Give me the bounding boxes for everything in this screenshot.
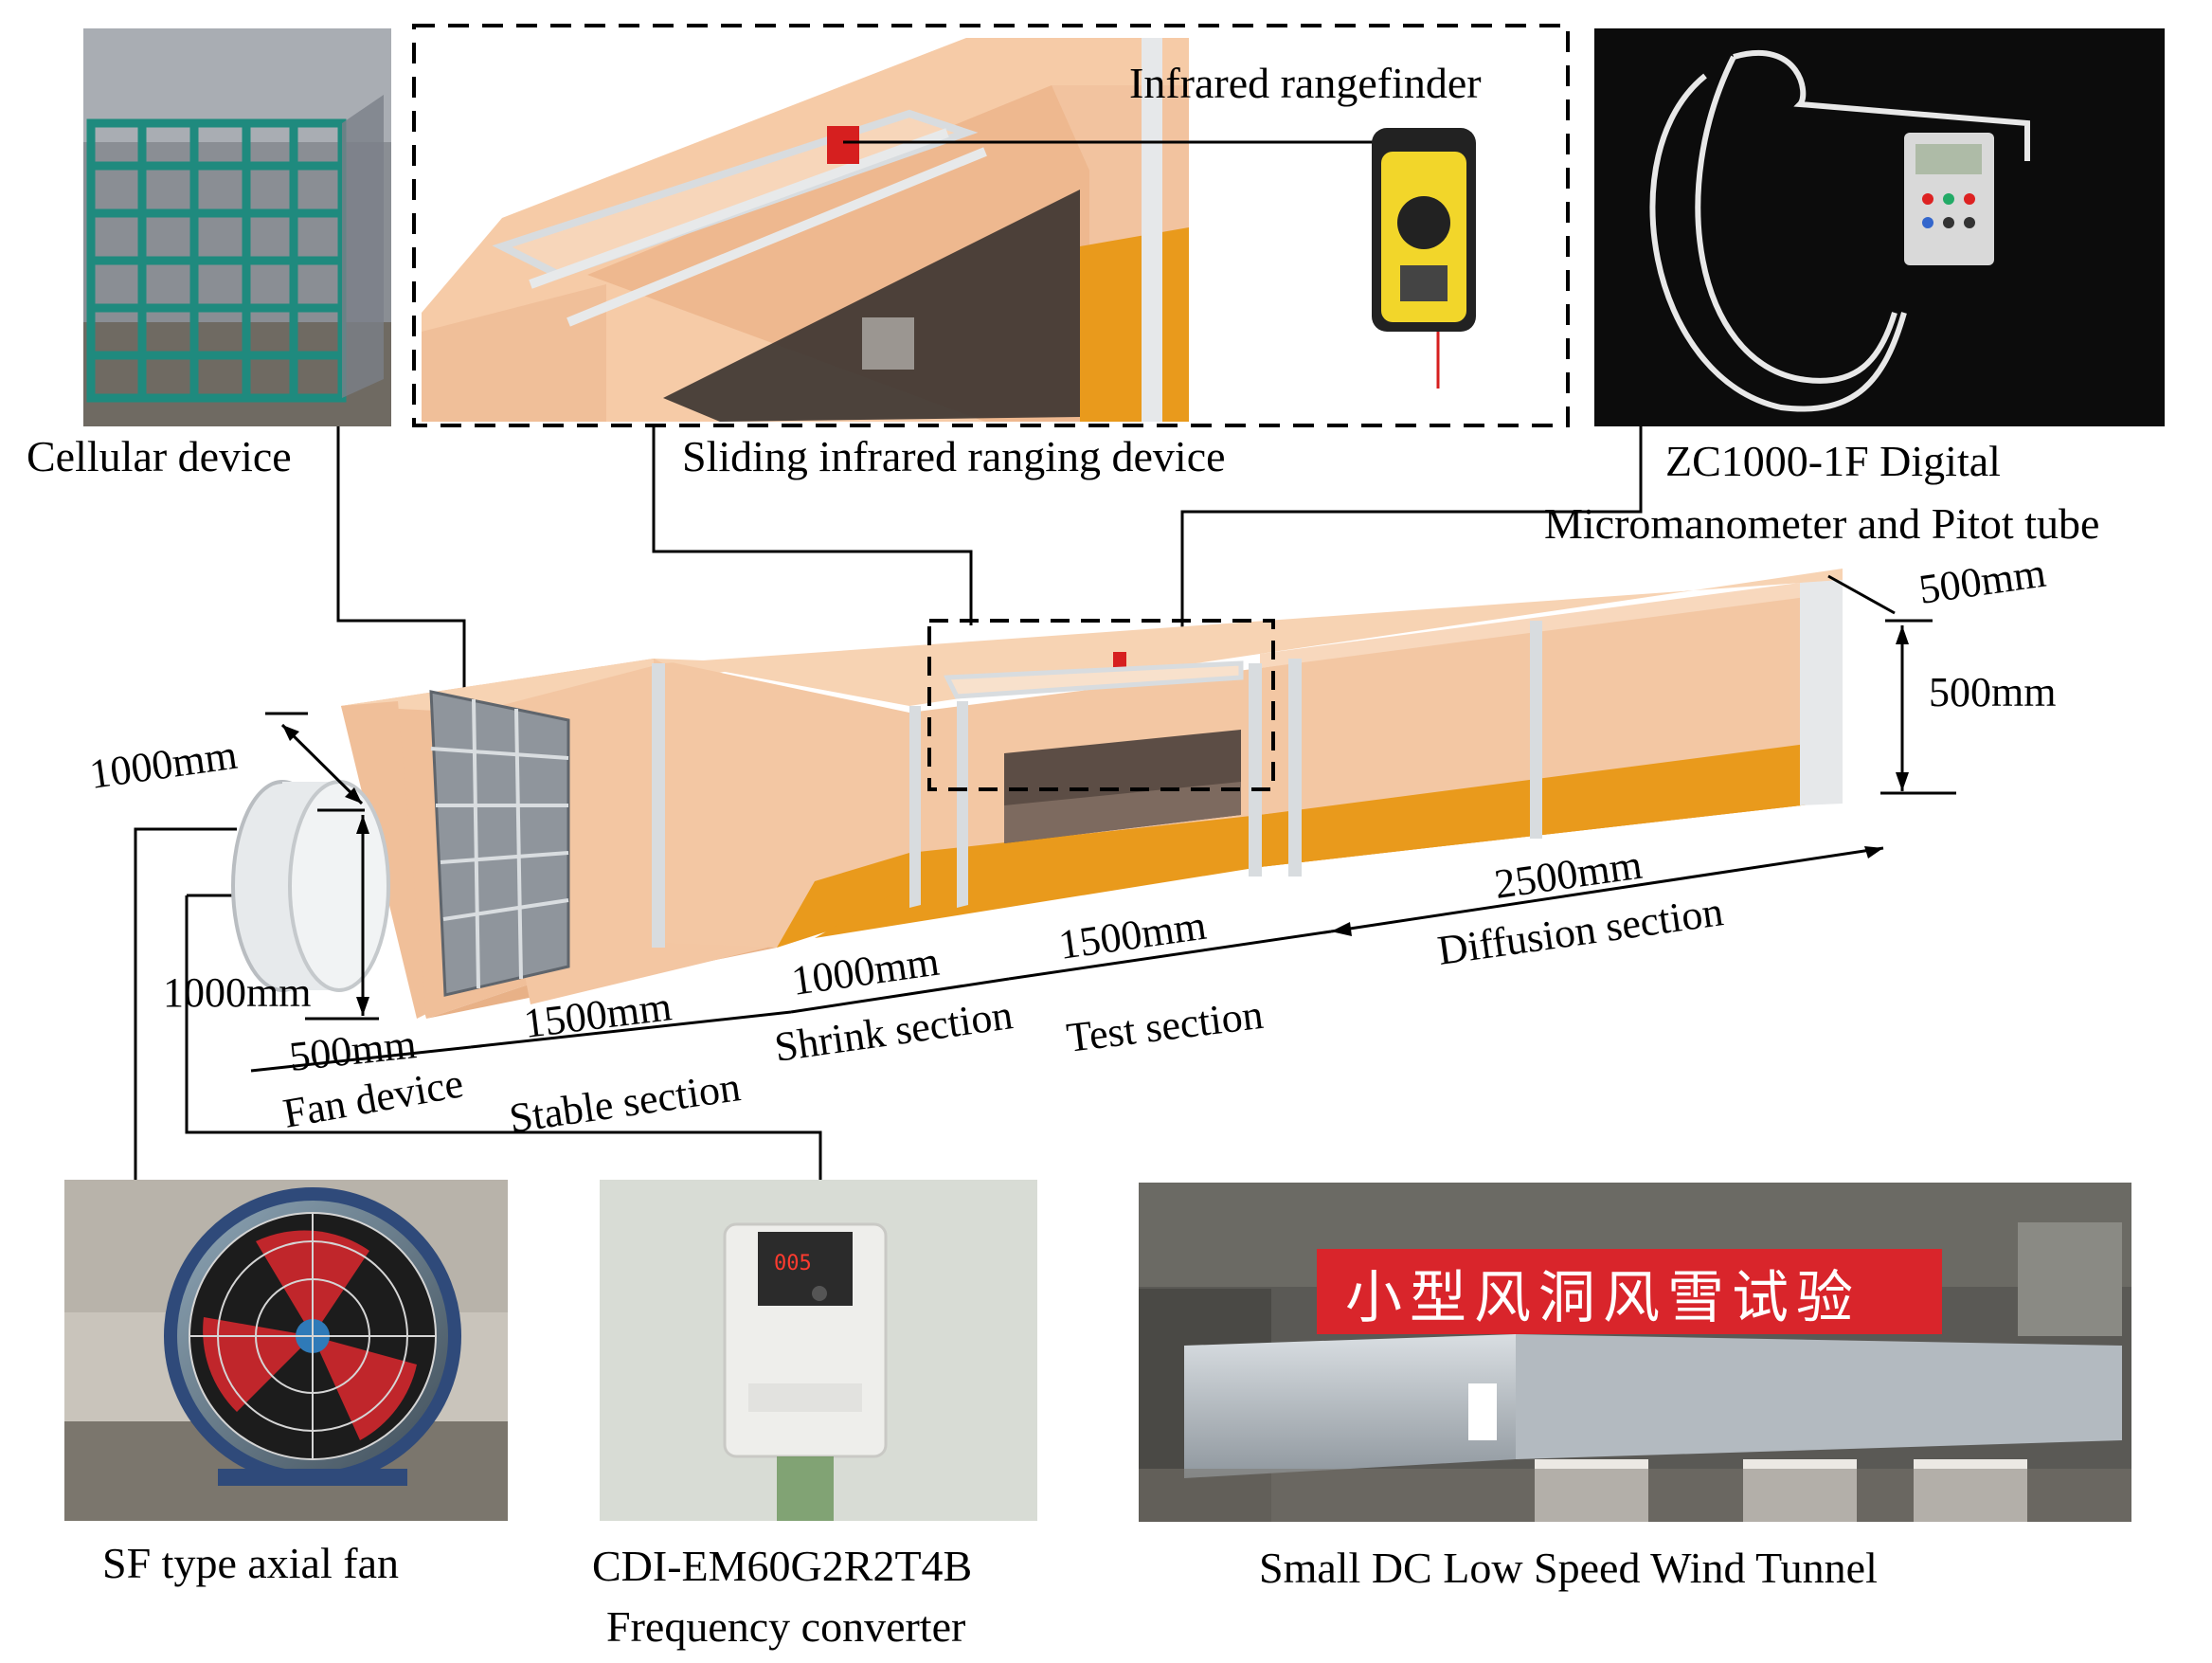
test-length-label: 1500mm [1056,902,1210,968]
banner [1317,1249,1942,1334]
outlet-width-label: 500mm [1916,550,2049,613]
diffusion-section-label: Diffusion section [1435,888,1726,974]
diffusion-length-label: 2500mm [1492,841,1646,908]
axial-fan-caption: SF type axial fan [102,1539,399,1587]
sliding-device-caption: Sliding infrared ranging device [682,432,1226,480]
sliding-device-inset [412,24,1570,427]
wind-tunnel-photo: 小型风洞风雪试验 [1139,1183,2131,1522]
converter-caption-line1: CDI-EM60G2R2T4B [592,1542,972,1590]
axial-fan-photo [64,1180,508,1521]
micromanometer-caption-line1: ZC1000-1F Digital [1665,437,2001,485]
fan-width-label: 1000mm [87,732,241,798]
shrink-section-label: Shrink section [772,991,1016,1071]
micromanometer-photo [1594,28,2165,426]
wind-tunnel-caption: Small DC Low Speed Wind Tunnel [1259,1544,1878,1592]
banner-text: 小型风洞风雪试验 [1345,1265,1861,1331]
converter-display: 005 [774,1252,812,1275]
cellular-device-photo [83,28,391,426]
test-section-label: Test section [1064,991,1266,1061]
fan-height-label: 1000mm [163,969,311,1016]
infrared-rangefinder-caption: Infrared rangefinder [1129,59,1482,107]
connector-lines [134,426,1643,1180]
converter-caption-line2: Frequency converter [606,1602,965,1651]
shrink-length-label: 1000mm [789,938,943,1004]
stable-section-label: Stable section [507,1063,744,1142]
frequency-converter-photo: 005 [600,1180,1037,1521]
dimension-arrows [282,625,1909,1016]
outlet-height-label: 500mm [1929,669,2056,715]
dimension-lines [250,574,1956,1073]
test-section-highlight [927,619,1275,791]
micromanometer-caption-line2: Micromanometer and Pitot tube [1544,499,2099,548]
cellular-device-caption: Cellular device [27,432,292,480]
wind-tunnel-model [231,569,1843,1019]
